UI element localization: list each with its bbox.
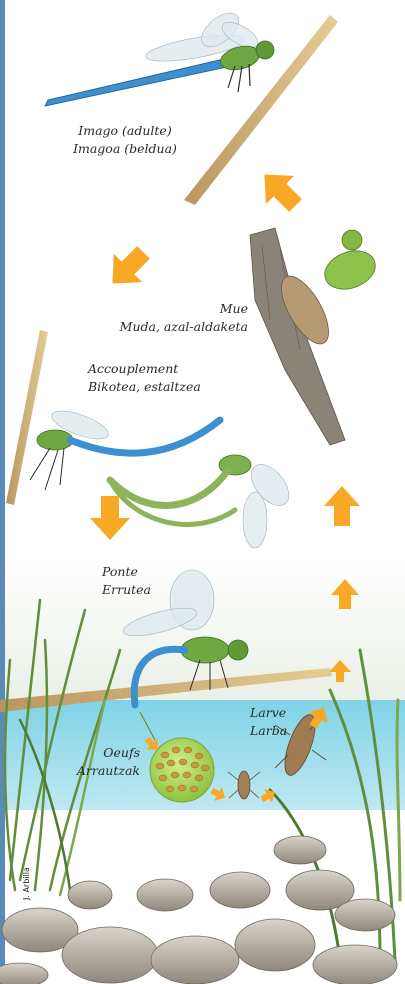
label-ponte: Ponte Errutea <box>102 563 151 599</box>
label-accouplement-fr: Accouplement <box>88 360 201 378</box>
label-mue: Mue Muda, azal-aldaketa <box>100 300 248 336</box>
label-larve-fr: Larve <box>250 704 287 722</box>
imago-head <box>256 41 274 59</box>
left-border <box>0 0 5 984</box>
label-oeufs: Oeufs Arrautzak <box>60 744 140 780</box>
label-mue-fr: Mue <box>100 300 248 318</box>
label-oeufs-fr: Oeufs <box>60 744 140 762</box>
label-larve: Larve Larba <box>250 704 287 740</box>
label-larve-eu: Larba <box>250 722 287 740</box>
label-imago: Imago (adulte) Imagoa (beldua) <box>70 122 180 158</box>
label-ponte-fr: Ponte <box>102 563 151 581</box>
egg-cluster <box>150 738 214 802</box>
illustrator-credit: J. Arbilla <box>22 867 31 900</box>
mue-head <box>342 230 362 250</box>
label-ponte-eu: Errutea <box>102 581 151 599</box>
label-imago-fr: Imago (adulte) <box>70 122 180 140</box>
label-accouplement: Accouplement Bikotea, estaltzea <box>88 360 201 396</box>
label-accouplement-eu: Bikotea, estaltzea <box>88 378 201 396</box>
label-imago-eu: Imagoa (beldua) <box>70 140 180 158</box>
label-mue-eu: Muda, azal-aldaketa <box>100 318 248 336</box>
label-oeufs-eu: Arrautzak <box>60 762 140 780</box>
ponte-head <box>228 640 248 660</box>
